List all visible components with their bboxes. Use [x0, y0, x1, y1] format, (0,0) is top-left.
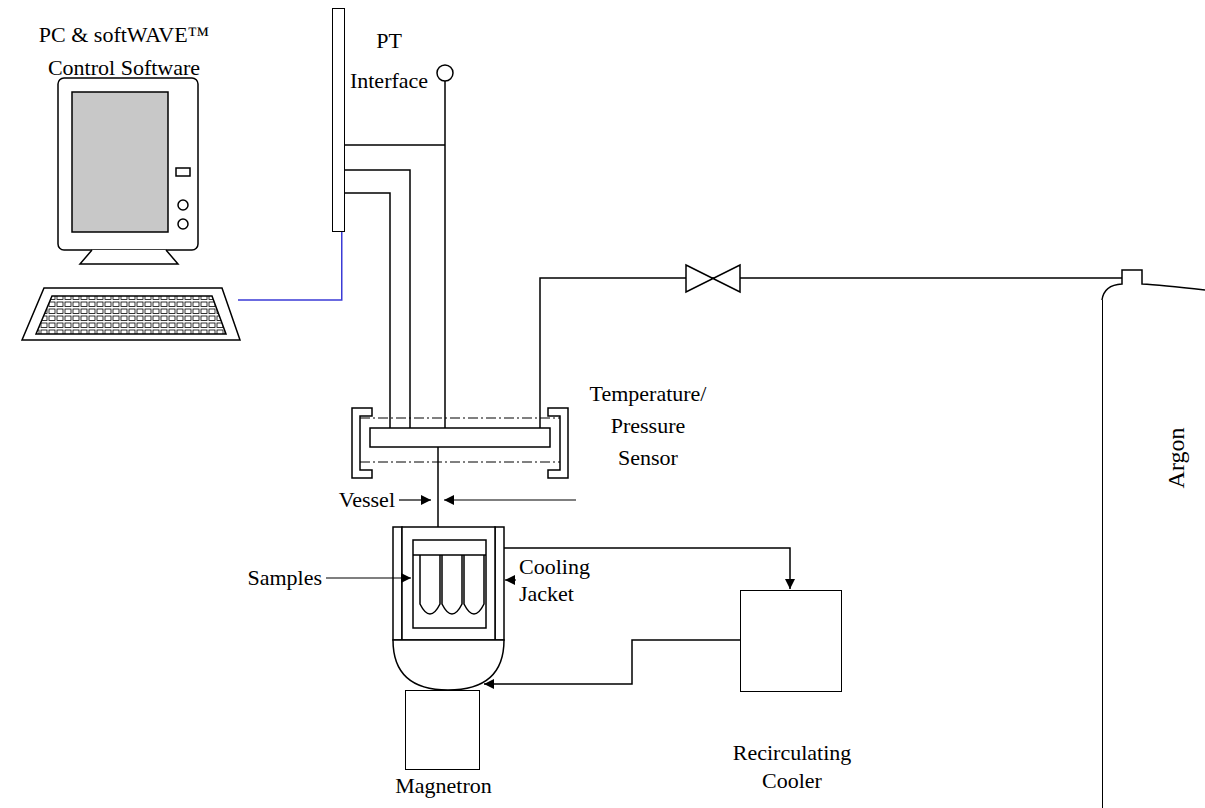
signal-cable — [238, 232, 342, 300]
node-label: Argon — [1160, 403, 1192, 513]
vessel-clamp — [352, 408, 568, 478]
part-label: Vessel — [333, 486, 395, 514]
interface-bar: PT Interface — [332, 8, 345, 232]
sensor-wiring — [345, 65, 453, 527]
cooler-box: Recirculating Cooler — [740, 590, 842, 692]
gas-cylinder: Argon — [1102, 300, 1205, 808]
part-label: Cooling Jacket — [519, 553, 599, 607]
magnetron-box: Magnetron — [405, 690, 480, 770]
part-label: Samples — [240, 564, 322, 592]
computer-drawing — [22, 78, 240, 340]
vessel-drawing — [393, 527, 504, 690]
node-label: PC & softWAVE™ Control Software — [24, 18, 224, 84]
node-label: Magnetron — [386, 771, 501, 801]
part-label: Temperature/ Pressure Sensor — [582, 378, 714, 474]
computer: PC & softWAVE™ Control Software — [10, 10, 238, 345]
node-label: PT Interface — [349, 21, 429, 101]
node-label: Recirculating Cooler — [716, 739, 868, 795]
